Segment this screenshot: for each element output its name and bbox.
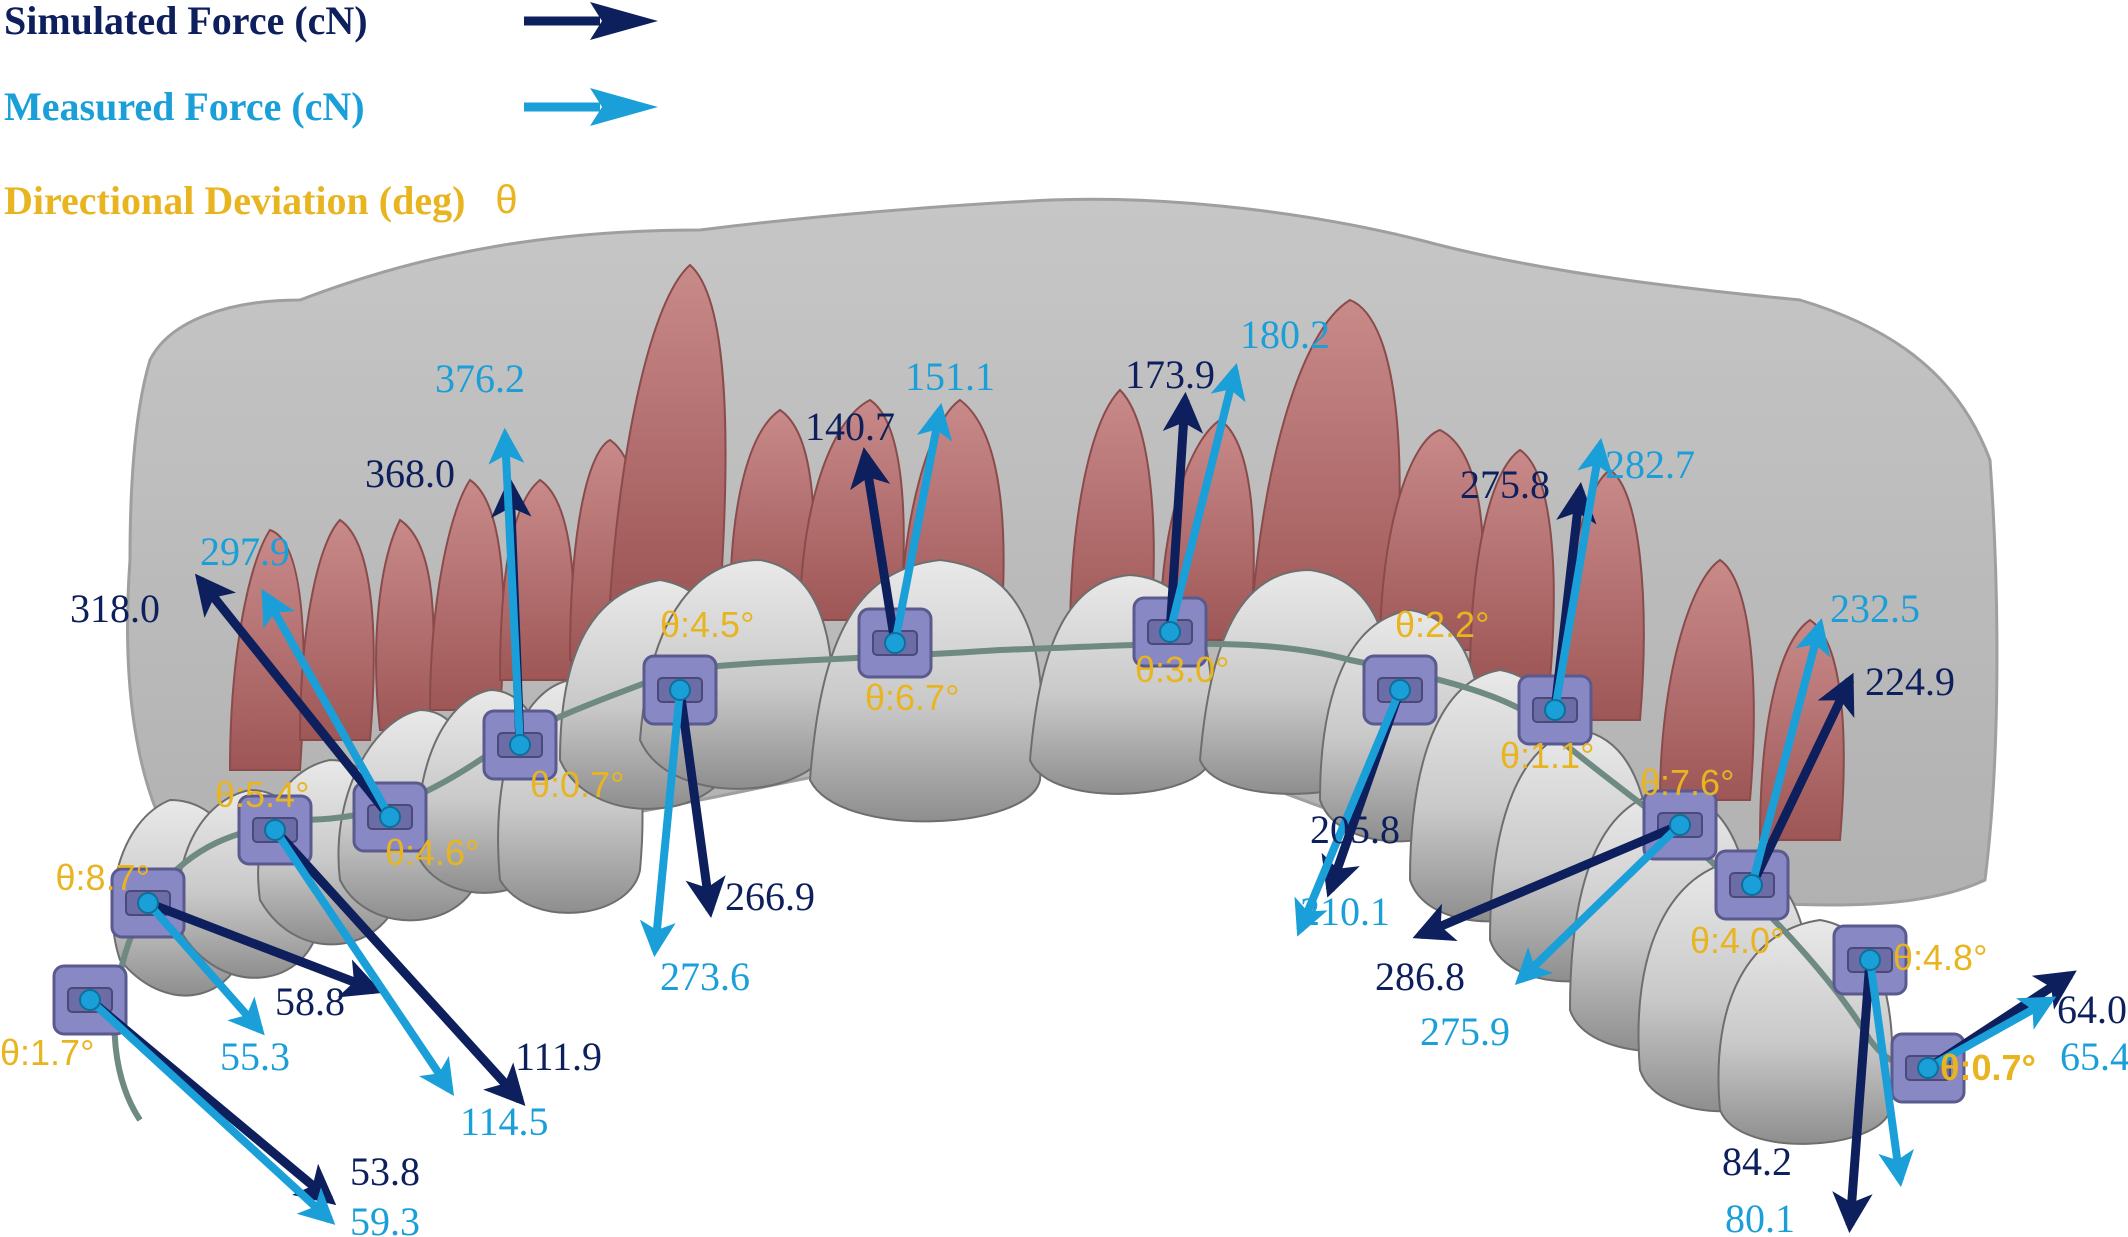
measured-force-arrow — [1748, 618, 1831, 887]
simulated-force-label: 111.9 — [515, 1034, 602, 1079]
simulated-force-label: 318.0 — [70, 586, 160, 631]
gum-root — [1468, 448, 1555, 681]
measured-force-label: 80.1 — [1725, 1196, 1795, 1237]
force-origin-dot — [137, 892, 159, 914]
simulated-force-label: 224.9 — [1865, 659, 1955, 704]
force-origin-dot — [79, 989, 101, 1011]
theta-symbol-icon: θ — [495, 177, 518, 222]
legend: Simulated Force (cN) Measured Force (cN)… — [0, 0, 700, 240]
simulated-force-label: 53.8 — [350, 1149, 420, 1194]
measured-force-label: 273.6 — [660, 954, 750, 999]
simulated-force-label: 58.8 — [275, 979, 345, 1024]
measured-force-label: 151.1 — [905, 354, 995, 399]
simulated-force-label: 173.9 — [1125, 352, 1215, 397]
measured-force-label: 210.1 — [1300, 889, 1390, 934]
simulated-force-arrow — [850, 447, 900, 644]
gum-root — [1658, 558, 1755, 801]
force-origin-dot — [379, 806, 401, 828]
simulated-force-label: 275.8 — [1460, 462, 1550, 507]
simulated-force-arrow — [1412, 820, 1682, 942]
deviation-angle-label: θ:4.6° — [385, 832, 479, 873]
measured-force-arrow — [1294, 688, 1404, 937]
simulated-force-label: 266.9 — [725, 874, 815, 919]
force-origin-dot — [1669, 814, 1691, 836]
measured-force-label: 376.2 — [435, 356, 525, 401]
simulated-force-label: 84.2 — [1722, 1139, 1792, 1184]
measured-force-arrow — [261, 588, 394, 819]
measured-force-label: 59.3 — [350, 1199, 420, 1237]
force-origin-dot — [1544, 699, 1566, 721]
legend-simulated-arrow-icon — [524, 2, 658, 40]
simulated-force-arrow — [194, 573, 394, 820]
measured-force-label: 282.7 — [1605, 442, 1695, 487]
measured-force-label: 55.3 — [220, 1034, 290, 1079]
deviation-angle-label: θ:2.2° — [1395, 604, 1489, 645]
deviation-angle-label: θ:4.5° — [660, 604, 754, 645]
simulated-force-label: 286.8 — [1375, 954, 1465, 999]
measured-force-label: 114.5 — [460, 1099, 549, 1144]
gum-group — [228, 263, 1845, 841]
deviation-angle-label: θ:0.7° — [1940, 1047, 2036, 1088]
deviation-angle-label: θ:0.7° — [530, 764, 624, 805]
force-origin-dot — [1159, 621, 1181, 643]
force-origin-dot — [1741, 874, 1763, 896]
deviation-angle-label: θ:1.7° — [0, 1032, 94, 1073]
force-origin-dot — [264, 819, 286, 841]
measured-force-arrow — [1166, 363, 1246, 633]
simulated-force-label: 368.0 — [365, 451, 455, 496]
force-origin-dot — [1859, 949, 1881, 971]
measured-force-label: 65.4 — [2060, 1034, 2128, 1079]
legend-measured-label: Measured Force (cN) — [4, 83, 365, 129]
force-origin-dot — [1389, 679, 1411, 701]
gum-root — [608, 263, 727, 601]
deviation-angle-label: θ:8.7° — [56, 857, 150, 898]
force-origin-dot — [669, 679, 691, 701]
simulated-force-arrow — [1747, 672, 1855, 887]
force-arrow-layer — [79, 363, 2077, 1234]
measured-force-arrow — [1866, 959, 1914, 1188]
legend-measured-arrow-icon — [524, 88, 658, 126]
force-origin-dot — [884, 632, 906, 654]
measured-force-arrow — [1926, 996, 2057, 1072]
force-origin-dot — [1917, 1057, 1939, 1079]
measured-force-arrow — [488, 427, 525, 746]
simulated-force-label: 140.7 — [805, 404, 895, 449]
legend-simulated-label: Simulated Force (cN) — [4, 0, 368, 43]
teeth-group — [111, 558, 1894, 1145]
simulated-force-arrow — [271, 826, 526, 1106]
measured-force-label: 275.9 — [1420, 1009, 1510, 1054]
deviation-angle-label: θ:4.0° — [1690, 920, 1784, 961]
deviation-angle-label: θ:7.6° — [1640, 762, 1734, 803]
measured-force-arrow — [271, 827, 455, 1096]
measured-force-label: 297.9 — [200, 529, 290, 574]
simulated-force-label: 64.0 — [2057, 987, 2127, 1032]
measured-force-arrow — [891, 402, 953, 644]
measured-force-arrow — [1551, 437, 1613, 711]
measured-force-arrow — [639, 689, 684, 958]
force-origin-dot — [509, 734, 531, 756]
legend-measured: Measured Force (cN) — [4, 76, 365, 136]
measured-force-label: 180.2 — [1240, 312, 1330, 357]
deviation-angle-label: θ:6.7° — [865, 677, 959, 718]
measured-force-arrow — [1514, 822, 1683, 986]
simulated-force-label: 205.8 — [1310, 807, 1400, 852]
deviation-angle-label: θ:3.0° — [1135, 649, 1229, 690]
simulated-force-arrow — [675, 689, 726, 919]
measured-force-label: 232.5 — [1830, 586, 1920, 631]
deviation-angle-label: θ:5.4° — [215, 774, 309, 815]
measured-force-arrow — [87, 997, 336, 1225]
deviation-angle-label: θ:4.8° — [1893, 937, 1987, 978]
legend-simulated: Simulated Force (cN) — [4, 0, 368, 50]
deviation-angle-label: θ:1.1° — [1500, 735, 1594, 776]
legend-deviation: Directional Deviation (deg) θ — [4, 170, 518, 230]
label-layer: 53.8 59.3 θ:1.7° 58.8 55.3 θ:8.7° 111.9 114.5 θ:… — [0, 312, 2128, 1237]
legend-deviation-label: Directional Deviation (deg) — [4, 177, 466, 223]
measured-force-arrow — [144, 900, 265, 1036]
simulated-force-arrow — [146, 898, 383, 998]
simulated-force-arrow — [1162, 391, 1204, 633]
simulated-force-arrow — [1832, 959, 1875, 1234]
